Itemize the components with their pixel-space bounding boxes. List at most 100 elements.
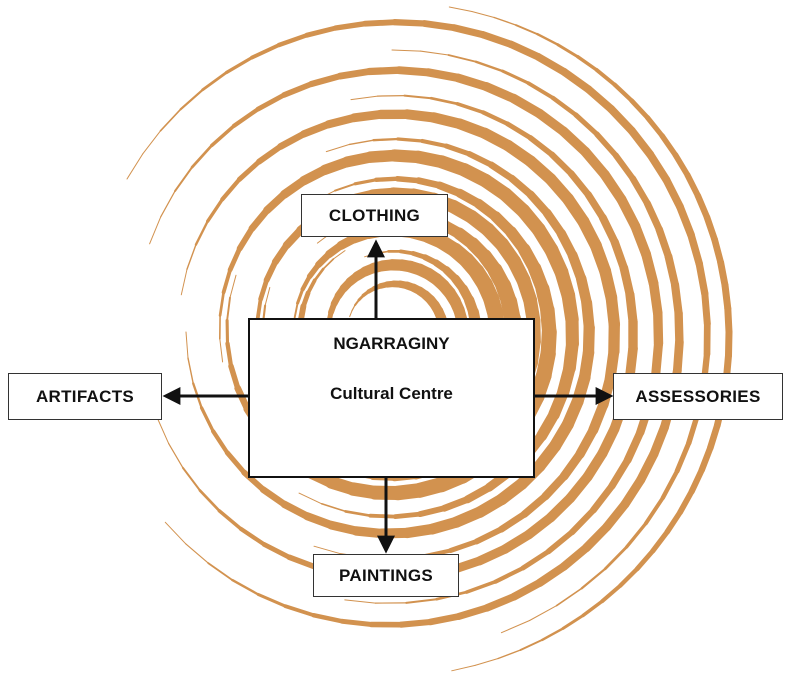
swirl-stroke [322,258,335,270]
swirl-stroke [520,548,551,571]
swirl-stroke [674,309,684,347]
swirl-stroke [550,95,578,118]
swirl-stroke [630,221,652,260]
swirl-stroke [348,139,375,146]
swirl-stroke [473,526,505,545]
swirl-stroke [556,43,580,59]
swirl-stroke [313,545,342,555]
swirl-stroke [259,486,288,508]
swirl-stroke [218,290,225,317]
swirl-stroke [185,543,209,564]
swirl-stroke [717,258,729,289]
swirl-stroke [676,202,695,239]
swirl-stroke [603,545,628,571]
swirl-stroke [698,444,714,474]
swirl-stroke [405,598,438,604]
node-artifacts: ARTIFACTS [8,373,162,420]
node-assessories: ASSESSORIES [613,373,783,420]
swirl-stroke [198,489,221,513]
swirl-stroke [493,565,526,584]
swirl-stroke [336,68,373,80]
swirl-stroke [219,338,224,363]
node-clothing: CLOTHING [301,194,448,237]
swirl-stroke [545,529,575,555]
swirl-stroke [623,428,645,464]
swirl-stroke [620,475,646,509]
swirl-stroke [612,82,634,103]
swirl-stroke [471,11,495,18]
swirl-stroke [641,249,659,289]
swirl-stroke [298,492,323,505]
swirl-stroke [450,24,487,39]
swirl-stroke [220,177,242,202]
swirl-stroke [629,98,650,120]
swirl-stroke [629,175,651,207]
swirl-stroke [535,562,569,587]
swirl-stroke [362,19,398,27]
swirl-stroke [695,260,709,298]
swirl-stroke [519,638,544,651]
swirl-stroke [365,66,403,76]
swirl-stroke [651,339,664,379]
swirl-stroke [584,85,616,113]
swirl-stroke [643,495,665,526]
node-paintings: PAINTINGS [313,554,459,597]
swirl-stroke [394,175,422,184]
swirl-stroke [174,166,194,193]
swirl-stroke [324,113,359,129]
swirl-stroke [568,507,597,536]
swirl-stroke [308,72,343,88]
node-paintings-label: PAINTINGS [338,565,433,585]
swirl-stroke [224,450,247,475]
node-assessories-label: ASSESSORIES [635,386,761,406]
swirl-stroke [248,206,271,232]
swirl-stroke [256,143,284,165]
swirl-stroke [590,482,616,514]
swirl-stroke [420,138,449,149]
swirl-stroke [373,176,400,182]
swirl-stroke [650,529,670,554]
node-artifacts-label: ARTIFACTS [35,386,135,406]
swirl-stroke [534,53,569,76]
swirl-stroke [426,613,463,626]
swirl-stroke [447,54,477,63]
swirl-stroke [567,170,592,199]
swirl-stroke [527,135,555,158]
swirl-stroke [280,500,311,520]
swirl-stroke [344,510,372,518]
swirl-stroke [497,510,528,533]
swirl-stroke [594,131,619,159]
swirl-stroke [646,150,671,184]
swirl-stroke [394,66,433,77]
swirl-stroke [256,592,287,608]
swirl-stroke [724,305,733,336]
swirl-stroke [581,522,612,553]
swirl-stroke [534,108,569,137]
swirl-stroke [424,68,462,82]
swirl-stroke [255,297,263,322]
swirl-stroke [451,664,476,672]
swirl-stroke [293,302,299,319]
swirl-stroke [448,539,480,553]
swirl-stroke [421,20,458,32]
swirl-stroke [497,649,522,660]
swirl-stroke [643,199,663,233]
swirl-stroke [224,55,254,75]
swirl-stroke [236,225,255,252]
swirl-stroke [443,143,472,157]
swirl-stroke [677,488,695,515]
swirl-stroke [616,194,641,232]
center-subtitle: Cultural Centre [330,384,453,403]
swirl-stroke [701,290,711,328]
swirl-stroke [474,60,504,73]
swirl-stroke [264,287,271,307]
swirl-stroke [211,429,230,455]
swirl-stroke [159,108,182,132]
swirl-stroke [417,505,448,518]
swirl-stroke [466,151,495,168]
swirl-stroke [281,81,315,98]
node-clothing-label: CLOTHING [328,205,421,225]
swirl-stroke [504,121,533,141]
swirl-stroke [529,605,557,621]
swirl-stroke [351,304,356,312]
